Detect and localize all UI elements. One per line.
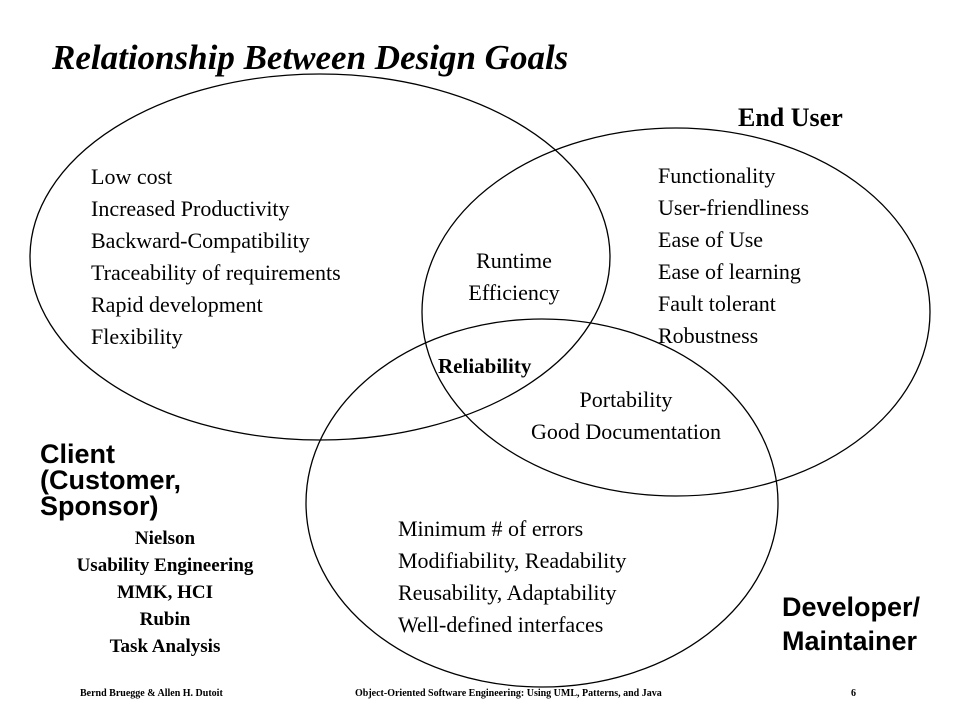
overlap-text: Good Documentation	[530, 419, 722, 444]
portability-overlap: Portability Good Documentation	[496, 384, 756, 448]
developer-label: Developer/ Maintainer	[782, 590, 920, 658]
overlap-text: Portability	[579, 387, 673, 412]
reference: Task Analysis	[109, 636, 221, 657]
client-goal: Increased Productivity	[91, 196, 290, 221]
client-label: Client (Customer, Sponsor)	[40, 439, 182, 521]
overlap-text: Runtime	[476, 248, 552, 273]
developer-label-line: Developer/	[782, 592, 921, 622]
end-user-goal: Robustness	[658, 323, 759, 348]
end-user-goals-list: Functionality User-friendliness Ease of …	[658, 160, 809, 352]
slide-title: Relationship Between Design Goals	[52, 38, 569, 77]
runtime-efficiency-overlap: Runtime Efficiency	[444, 245, 584, 309]
client-goal: Traceability of requirements	[91, 260, 341, 285]
end-user-goal: User-friendliness	[658, 195, 810, 220]
footer-authors: Bernd Bruegge & Allen H. Dutoit	[80, 688, 223, 699]
footer-book: Object-Oriented Software Engineering: Us…	[355, 688, 662, 699]
references-list: Nielson Usability Engineering MMK, HCI R…	[40, 525, 290, 660]
developer-goal: Modifiability, Readability	[398, 548, 627, 573]
client-label-line: Client	[40, 439, 116, 469]
end-user-goal: Fault tolerant	[658, 291, 776, 316]
end-user-label: End User	[738, 103, 843, 132]
developer-goal: Reusability, Adaptability	[398, 580, 617, 605]
end-user-goal: Ease of learning	[658, 259, 801, 284]
developer-ellipse	[305, 318, 779, 688]
overlap-text: Efficiency	[468, 280, 560, 305]
developer-goal: Well-defined interfaces	[398, 612, 604, 637]
client-goal: Flexibility	[91, 324, 183, 349]
footer-page-number: 6	[851, 688, 856, 699]
client-goals-list: Low cost Increased Productivity Backward…	[91, 161, 341, 353]
end-user-ellipse	[421, 127, 931, 497]
reference: Rubin	[139, 609, 191, 630]
developer-goals-list: Minimum # of errors Modifiability, Reada…	[398, 513, 626, 641]
client-label-line: (Customer,	[40, 465, 182, 495]
client-goal: Backward-Compatibility	[91, 228, 310, 253]
end-user-goal: Ease of Use	[658, 227, 764, 252]
client-label-line: Sponsor)	[40, 491, 159, 521]
client-goal: Rapid development	[91, 292, 263, 317]
reference: MMK, HCI	[116, 582, 214, 603]
developer-goal: Minimum # of errors	[398, 516, 584, 541]
reliability-overlap: Reliability	[438, 354, 532, 378]
reference: Nielson	[134, 528, 196, 549]
end-user-goal: Functionality	[658, 163, 776, 188]
developer-label-line: Maintainer	[782, 626, 918, 656]
reference: Usability Engineering	[76, 555, 254, 576]
client-goal: Low cost	[91, 164, 173, 189]
